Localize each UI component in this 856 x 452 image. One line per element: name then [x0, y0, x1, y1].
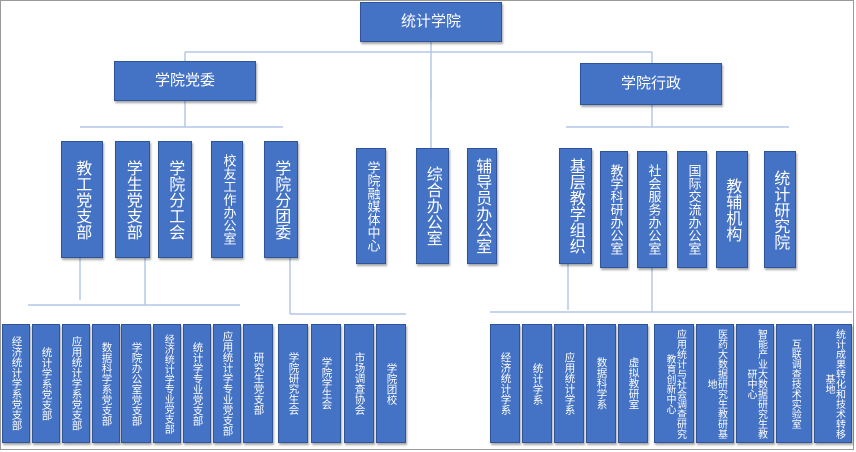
- support-unit: 统计成果转化和技术转移基地: [814, 324, 852, 443]
- center-unit: 综合办公室: [416, 148, 449, 264]
- admin-unit: 国际交流办公室: [677, 151, 707, 268]
- student-branch: 研究生党支部: [243, 324, 273, 443]
- party-unit: 学生党支部: [115, 141, 150, 258]
- teaching-unit: 虚拟教研室: [618, 324, 648, 443]
- student-branch: 应用统计学专业党支部: [213, 324, 241, 443]
- teaching-unit: 应用统计学系: [554, 324, 584, 443]
- root-node: 统计学院: [360, 2, 502, 42]
- youth-unit: 学院研究生会: [278, 324, 308, 443]
- youth-unit: 学院学生会: [311, 324, 341, 443]
- teaching-unit: 统计学系: [522, 324, 552, 443]
- center-unit: 辅导员办公室: [467, 148, 497, 264]
- faculty-branch: 经济统计学系党支部: [2, 324, 30, 443]
- admin-unit: 教辅机构: [716, 151, 748, 268]
- admin-unit: 基层教学组织: [559, 148, 592, 264]
- student-branch: 经济统计学专业党支部: [153, 324, 181, 443]
- youth-unit: 市场调查协会: [344, 324, 374, 443]
- admin-unit: 教学科研办公室: [600, 151, 628, 268]
- student-branch: 学院办公室党支部: [121, 324, 151, 443]
- center-unit: 学院融媒体中心: [356, 148, 386, 264]
- teaching-unit: 数据科学系: [586, 324, 616, 443]
- administration-node: 学院行政: [580, 63, 722, 105]
- party-unit: 教工党支部: [61, 141, 103, 258]
- student-branch: 统计学专业党支部: [183, 324, 211, 443]
- support-unit: 医药大数据研究生教研基地: [696, 324, 734, 443]
- faculty-branch: 统计学系党支部: [32, 324, 60, 443]
- youth-unit: 学院团校: [376, 324, 406, 443]
- faculty-branch: 数据科学系党支部: [92, 324, 120, 443]
- admin-unit: 社会服务办公室: [637, 151, 667, 268]
- teaching-unit: 经济统计学系: [490, 324, 520, 443]
- party-unit: 学院分团委: [264, 141, 298, 258]
- support-unit: 智能产业大数据研究生教研中心: [736, 324, 774, 443]
- support-unit: 互联调查技术实验室: [776, 324, 812, 443]
- party-committee-node: 学院党委: [114, 61, 256, 101]
- support-unit: 应用统计与社会调查研究教育创新中心: [654, 324, 694, 443]
- party-unit: 校友工作办公室: [211, 141, 243, 258]
- faculty-branch: 应用统计学系党支部: [62, 324, 90, 443]
- party-unit: 学院分工会: [158, 141, 192, 258]
- admin-unit: 统计研究院: [764, 151, 796, 268]
